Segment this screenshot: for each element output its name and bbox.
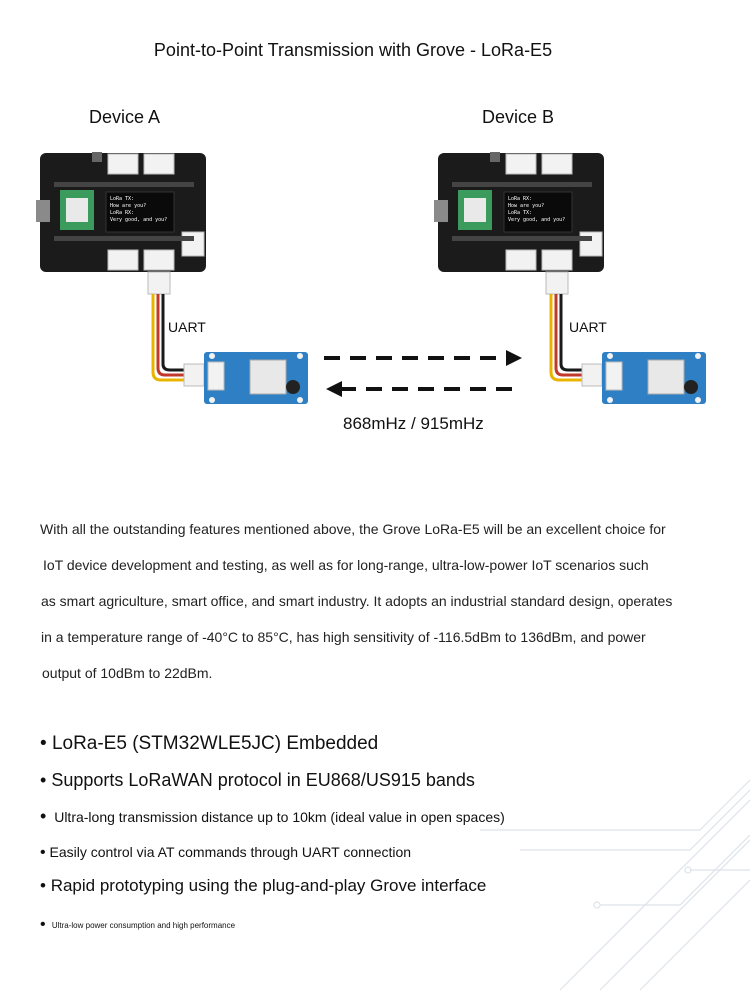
- transmit-arrow-right: [324, 350, 522, 366]
- paragraph-line-1: With all the outstanding features mentio…: [40, 521, 666, 537]
- device-a-screen-line-2: How are you?: [110, 203, 146, 209]
- device-b-board: LoRa RX: How are you? LoRa TX: Very good…: [434, 152, 604, 272]
- device-a-screen-line-1: LoRa TX:: [110, 196, 134, 202]
- device-b-screen-line-4: Very good, and you?: [508, 217, 565, 223]
- uart-label-b: UART: [569, 319, 607, 335]
- feature-bullet: • Supports LoRaWAN protocol in EU868/US9…: [40, 770, 475, 791]
- feature-text: LoRa-E5 (STM32WLE5JC) Embedded: [51, 733, 379, 754]
- frequency-label: 868mHz / 915mHz: [343, 414, 484, 433]
- circuit-decoration: [480, 779, 750, 991]
- bullet-dot: •: [40, 916, 46, 933]
- feature-bullet: • Ultra-low power consumption and high p…: [40, 916, 235, 934]
- feature-bullet: • LoRa-E5 (STM32WLE5JC) Embedded: [40, 733, 378, 755]
- feature-bullet: • Rapid prototyping using the plug-and-p…: [40, 876, 486, 896]
- paragraph-line-3: as smart agriculture, smart office, and …: [41, 593, 673, 609]
- device-b-screen-line-2: How are you?: [508, 203, 544, 209]
- device-b-wire: [545, 271, 603, 387]
- device-b-screen-line-3: LoRa TX:: [508, 210, 532, 216]
- feature-bullet: • Ultra-long transmission distance up to…: [40, 806, 505, 827]
- paragraph-line-5: output of 10dBm to 22dBm.: [42, 665, 213, 681]
- uart-label-a: UART: [168, 319, 206, 335]
- bullet-dot: •: [40, 806, 47, 826]
- feature-text: Easily control via AT commands through U…: [49, 844, 412, 860]
- paragraph-line-2: IoT device development and testing, as w…: [43, 557, 649, 573]
- bullet-dot: •: [40, 876, 46, 895]
- feature-bullet: • Easily control via AT commands through…: [40, 844, 411, 862]
- feature-text: Rapid prototyping using the plug-and-pla…: [50, 876, 487, 895]
- device-a-screen-line-4: Very good, and you?: [110, 217, 167, 223]
- bullet-dot: •: [40, 770, 47, 790]
- bullet-dot: •: [40, 844, 46, 861]
- device-a-label: Device A: [89, 107, 161, 127]
- device-b-screen-line-1: LoRa RX:: [508, 196, 532, 202]
- bullet-dot: •: [40, 733, 47, 754]
- device-a-board: LoRa TX: How are you? LoRa RX: Very good…: [36, 152, 206, 272]
- device-a-lora-module: [204, 352, 308, 404]
- device-b-label: Device B: [482, 107, 555, 127]
- feature-text: Supports LoRaWAN protocol in EU868/US915…: [51, 770, 475, 790]
- device-b-lora-module: [602, 352, 706, 404]
- diagram-title: Point-to-Point Transmission with Grove -…: [153, 40, 553, 60]
- transmit-arrow-left: [326, 381, 516, 397]
- device-a-screen-line-3: LoRa RX:: [110, 210, 134, 216]
- paragraph-line-4: in a temperature range of -40°C to 85°C,…: [41, 629, 646, 645]
- feature-text: Ultra-low power consumption and high per…: [51, 920, 236, 930]
- device-a-wire: [147, 271, 205, 387]
- feature-text: Ultra-long transmission distance up to 1…: [54, 809, 505, 825]
